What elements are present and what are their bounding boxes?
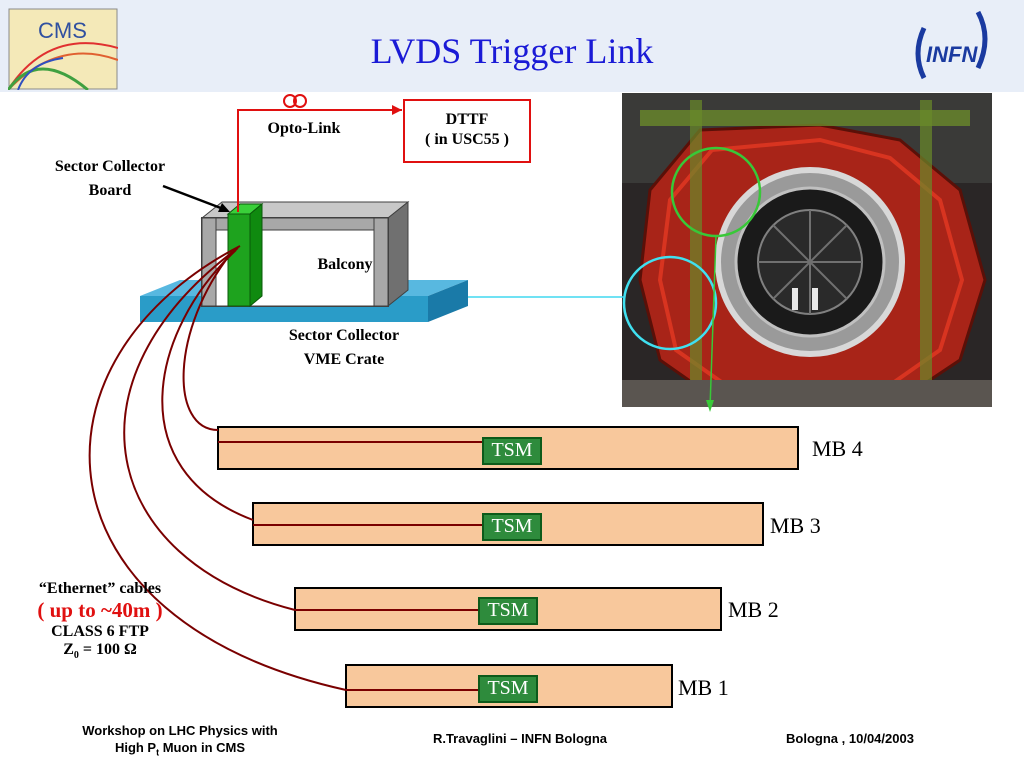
infn-logo-text: INFN [926,42,978,67]
tsm-box-mb1: TSM [478,675,538,703]
crate-label-line2: VME Crate [303,351,385,368]
dttf-label-line1: DTTF [445,111,489,128]
cable-z-sub: 0 [73,650,79,662]
cable-type-label: “Ethernet” cables [38,580,162,597]
mb2-label: MB 2 [728,597,779,622]
opto-link-label: Opto-Link [267,120,341,137]
tsm-box-mb4: TSM [482,437,542,465]
cyan-highlight-circle [622,255,718,351]
crate-label: Sector Collector VME Crate [254,324,434,372]
sector-board-label-line1: Sector Collector [54,158,166,175]
cable-mb4 [182,251,233,431]
cable-mb1 [88,245,347,691]
slide-title: LVDS Trigger Link [370,31,654,71]
footer-author: R.Travaglini – INFN Bologna [432,731,608,746]
detector-photo [622,93,992,412]
mb4-label: MB 4 [812,436,863,461]
footer-left-line1: Workshop on LHC Physics with [82,723,278,738]
cable-z-prefix: Z [63,641,74,658]
footer-left-line2-prefix: High P [114,740,157,755]
dttf-box [403,99,531,163]
tsm-box-mb3: TSM [482,513,542,541]
cms-logo: CMS [8,8,118,90]
dttf-label: DTTF ( in USC55 ) [404,110,530,150]
sector-board-label: Sector Collector Board [30,155,190,203]
opto-link-line [237,94,402,212]
cable-mb3 [161,249,254,521]
cable-length-label: ( up to ~40m ) [37,598,163,622]
dttf-label-line2: ( in USC55 ) [424,131,509,148]
footer-left-line2-sub: t [156,747,160,758]
cable-impedance-label: Z0 = 100 Ω [10,641,190,661]
opto-coil-icon [283,94,297,108]
crate-label-line1: Sector Collector [288,327,400,344]
cable-note: “Ethernet” cables ( up to ~40m ) CLASS 6… [10,580,190,661]
footer-date: Bologna , 10/04/2003 [786,731,914,746]
ethernet-cables [88,245,347,691]
cable-mb2 [123,247,296,611]
cable-z-value: = 100 Ω [78,641,137,658]
footer-left-line2: High Pt Muon in CMS [60,739,300,762]
footer-workshop: Workshop on LHC Physics with High Pt Muo… [60,722,300,762]
sector-board-label-line2: Board [88,182,132,199]
mb1-label: MB 1 [678,675,729,700]
mb3-label: MB 3 [770,513,821,538]
header-band [0,0,1024,92]
balcony-label: Balcony [317,256,373,273]
footer-left-line2-suffix: Muon in CMS [159,740,246,755]
infn-logo: INFN [915,10,988,80]
board-pointer-arrow [162,184,227,212]
sector-collector-board [226,202,264,308]
cable-class-label: CLASS 6 FTP [51,623,149,640]
tsm-box-mb2: TSM [478,597,538,625]
cms-logo-text: CMS [38,18,87,43]
